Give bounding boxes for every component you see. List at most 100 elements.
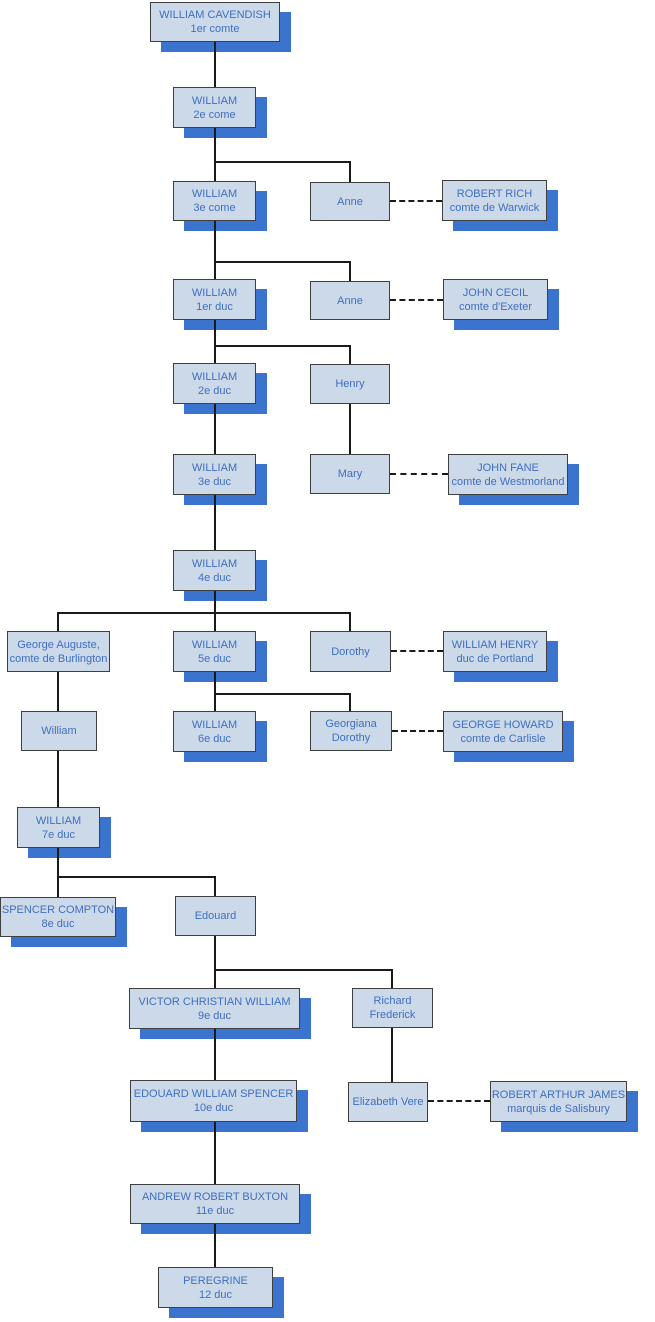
person-name: PEREGRINE <box>183 1274 248 1287</box>
tree-connector <box>57 612 351 614</box>
node-edouard-william-spencer[interactable]: EDOUARD WILLIAM SPENCER 10e duc <box>130 1080 297 1122</box>
node-john-cecil[interactable]: JOHN CECIL comte d'Exeter <box>443 279 548 320</box>
person-title: 8e duc <box>41 918 75 930</box>
person-title: 2e come <box>193 108 236 121</box>
tree-connector <box>214 161 351 163</box>
person-name: VICTOR CHRISTIAN WILLIAM <box>138 995 291 1008</box>
node-william-5e-duc[interactable]: WILLIAM 5e duc <box>173 631 256 672</box>
person-title: comte d'Exeter <box>458 300 533 313</box>
person-title: 4e duc <box>197 571 232 584</box>
tree-connector <box>349 262 351 281</box>
node-william-henry[interactable]: WILLIAM HENRY duc de Portland <box>443 631 547 672</box>
person-title: 10e duc <box>193 1102 234 1114</box>
tree-connector <box>214 128 216 181</box>
node-william-7e-duc[interactable]: WILLIAM 7e duc <box>17 807 100 848</box>
node-andrew-robert-buxton[interactable]: ANDREW ROBERT BUXTON 11e duc <box>130 1184 300 1224</box>
node-john-fane[interactable]: JOHN FANE comte de Westmorland <box>448 454 568 495</box>
person-name: William <box>41 725 77 737</box>
node-george-howard[interactable]: GEORGE HOWARD comte de Carlisle <box>443 711 563 752</box>
tree-connector <box>57 751 59 807</box>
person-name: Mary <box>337 468 363 480</box>
node-dorothy[interactable]: Dorothy <box>310 631 391 672</box>
node-edouard[interactable]: Edouard <box>175 896 256 936</box>
node-william-1er-duc[interactable]: WILLIAM 1er duc <box>173 279 256 320</box>
tree-connector <box>391 1028 393 1082</box>
tree-connector <box>214 1029 216 1080</box>
node-anne-2[interactable]: Anne <box>310 281 390 320</box>
tree-connector <box>349 694 351 711</box>
tree-connector <box>214 261 351 263</box>
person-name: JOHN FANE <box>477 461 539 474</box>
marriage-connector <box>391 650 443 652</box>
person-title: 9e duc <box>197 1009 232 1022</box>
node-henry[interactable]: Henry <box>310 364 390 404</box>
tree-connector <box>214 221 216 279</box>
tree-connector <box>349 613 351 631</box>
tree-connector <box>57 613 59 632</box>
person-name: GEORGE HOWARD <box>452 718 554 731</box>
person-name: WILLIAM CAVENDISH <box>159 9 271 21</box>
person-name: ROBERT RICH <box>456 187 533 200</box>
node-william-cavendish-1er-comte[interactable]: WILLIAM CAVENDISH 1er comte <box>150 2 280 42</box>
tree-connector <box>214 42 216 87</box>
tree-connector <box>391 970 393 988</box>
person-title: 2e duc <box>197 384 232 397</box>
person-name: WILLIAM <box>191 286 238 299</box>
node-william-3e-duc[interactable]: WILLIAM 3e duc <box>173 454 256 495</box>
person-title: marquis de Salisbury <box>507 1102 610 1115</box>
tree-connector <box>214 591 216 631</box>
tree-connector <box>214 877 216 896</box>
node-robert-arthur-james[interactable]: ROBERT ARTHUR JAMES marquis de Salisbury <box>490 1081 627 1122</box>
node-george-auguste[interactable]: George Auguste, comte de Burlington <box>7 631 110 672</box>
person-title: comte de Westmorland <box>451 475 565 488</box>
tree-connector <box>214 693 351 695</box>
marriage-connector <box>428 1100 490 1102</box>
person-title: 5e duc <box>197 652 232 665</box>
person-name: WILLIAM <box>191 718 238 731</box>
tree-connector <box>349 346 351 364</box>
node-mary[interactable]: Mary <box>310 454 390 494</box>
person-title: 6e duc <box>197 732 232 745</box>
tree-connector <box>349 404 351 454</box>
node-richard-frederick[interactable]: Richard Frederick <box>352 988 433 1028</box>
node-william-2e-comte[interactable]: WILLIAM 2e come <box>173 87 256 128</box>
person-name: WILLIAM <box>35 814 82 827</box>
node-robert-rich[interactable]: ROBERT RICH comte de Warwick <box>442 180 547 221</box>
person-name: WILLIAM <box>191 370 238 383</box>
tree-connector <box>214 672 216 711</box>
person-name: Elizabeth Vere <box>352 1096 424 1108</box>
person-name: WILLIAM HENRY <box>451 638 539 651</box>
tree-connector <box>57 876 216 878</box>
node-william-3e-comte[interactable]: WILLIAM 3e come <box>173 181 256 221</box>
node-georgiana-dorothy[interactable]: Georgiana Dorothy <box>310 711 392 751</box>
node-spencer-compton[interactable]: SPENCER COMPTON 8e duc <box>0 897 116 937</box>
person-name: Georgiana <box>325 718 377 730</box>
tree-connector <box>214 495 216 550</box>
person-name: ROBERT ARTHUR JAMES <box>491 1088 626 1101</box>
node-victor-christian-william[interactable]: VICTOR CHRISTIAN WILLIAM 9e duc <box>129 988 300 1029</box>
node-william-6e-duc[interactable]: WILLIAM 6e duc <box>173 711 256 752</box>
person-title: 1er duc <box>196 300 233 313</box>
person-name: WILLIAM <box>191 461 238 474</box>
tree-connector <box>214 320 216 363</box>
person-name: George Auguste, <box>17 638 100 651</box>
node-peregrine[interactable]: PEREGRINE 12 duc <box>158 1267 273 1308</box>
person-name: WILLIAM <box>191 557 238 570</box>
person-title: Dorothy <box>331 732 371 744</box>
node-william-fils[interactable]: William <box>21 711 97 751</box>
tree-connector <box>214 1122 216 1184</box>
person-title: 3e come <box>193 202 236 214</box>
node-william-4e-duc[interactable]: WILLIAM 4e duc <box>173 550 256 591</box>
node-elizabeth-vere[interactable]: Elizabeth Vere <box>348 1082 428 1122</box>
node-anne-1[interactable]: Anne <box>310 182 390 221</box>
node-william-2e-duc[interactable]: WILLIAM 2e duc <box>173 363 256 404</box>
marriage-connector <box>390 200 442 202</box>
person-title: 1er comte <box>190 23 240 35</box>
person-name: ANDREW ROBERT BUXTON <box>141 1191 289 1203</box>
person-name: EDOUARD WILLIAM SPENCER <box>133 1088 294 1100</box>
tree-connector <box>214 345 351 347</box>
person-name: Anne <box>337 294 363 307</box>
person-name: WILLIAM <box>191 94 238 107</box>
person-name: Edouard <box>194 910 237 922</box>
